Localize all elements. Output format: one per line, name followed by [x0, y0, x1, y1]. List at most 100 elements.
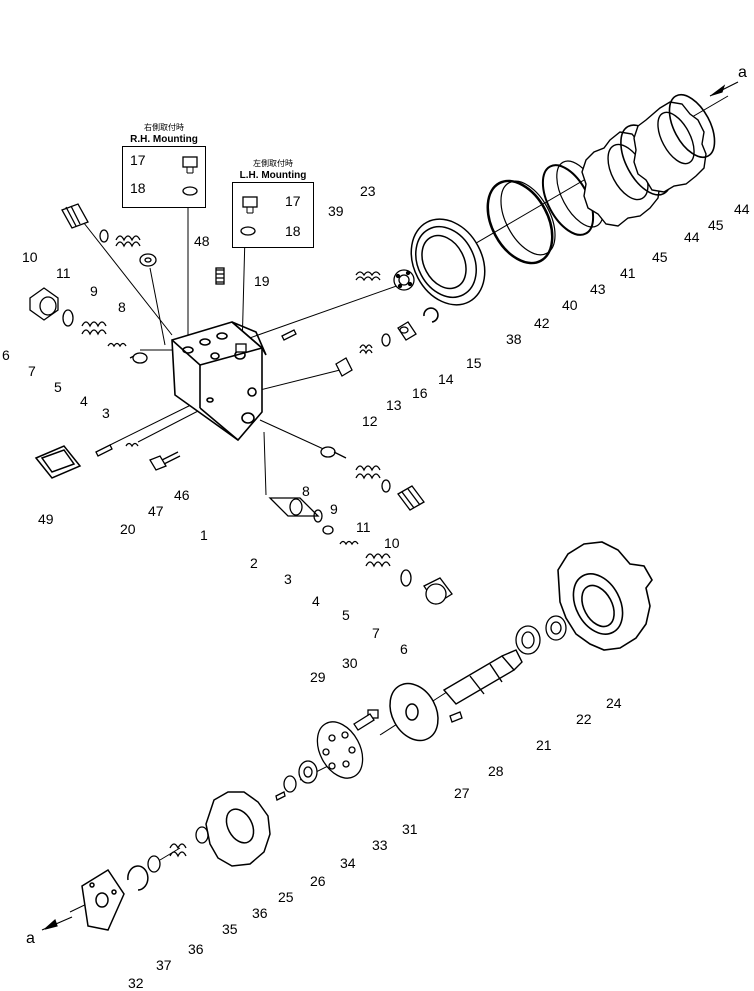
- o-ring-11-lower: [381, 479, 391, 493]
- spherical-bushing-33: [298, 760, 318, 784]
- plug-10-upper: [61, 203, 89, 229]
- callout-11-lower: 11: [356, 519, 371, 535]
- callout-6: 6: [2, 347, 10, 363]
- seat-3-upper: [129, 352, 148, 364]
- inset-rh-jp-label: 右側取付時: [144, 123, 184, 132]
- arrow-label-bottom: a: [26, 930, 35, 947]
- spring-4-lower: [339, 540, 359, 546]
- callout-34: 34: [340, 855, 356, 871]
- callout-46: 46: [174, 487, 190, 503]
- inset-rh-en-label: R.H. Mounting: [130, 134, 198, 145]
- plug-10-lower: [397, 485, 425, 511]
- callout-15: 15: [466, 355, 482, 371]
- callout-28: 28: [488, 763, 504, 779]
- o-ring-18-icon: [240, 226, 256, 236]
- valve-plate-32: [81, 868, 125, 931]
- callout-40: 40: [562, 297, 578, 313]
- callout-30: 30: [342, 655, 358, 671]
- inset-lh-part-18: 18: [285, 223, 301, 239]
- spool-2: [268, 497, 323, 523]
- disc-45-b: [633, 101, 707, 193]
- cylinder-block-25: [205, 791, 271, 867]
- ring-36-b: [147, 855, 161, 873]
- callout-36b: 36: [188, 941, 204, 957]
- washer-34: [283, 775, 297, 793]
- o-ring-11-upper: [99, 229, 109, 243]
- callout-8-lower: 8: [302, 483, 310, 499]
- callout-13: 13: [386, 397, 402, 413]
- spring-39: [355, 271, 381, 282]
- callout-44b: 44: [734, 201, 750, 217]
- o-ring-18-icon: [182, 186, 198, 196]
- housing-motor-case: [557, 541, 653, 651]
- spring-47: [125, 442, 139, 448]
- callout-48: 48: [194, 233, 210, 249]
- callout-7: 7: [28, 363, 36, 379]
- callout-35: 35: [222, 921, 238, 937]
- callout-10: 10: [22, 249, 38, 265]
- inset-lh-en-label: L.H. Mounting: [239, 170, 307, 181]
- callout-20: 20: [120, 521, 136, 537]
- arrow-top: [709, 81, 739, 97]
- callout-24: 24: [606, 695, 622, 711]
- callout-45b: 45: [708, 217, 724, 233]
- callout-4: 4: [80, 393, 88, 409]
- callout-36a: 36: [252, 905, 268, 921]
- inset-lh-jp-label: 左側取付時: [253, 159, 293, 168]
- plug-17-icon: [242, 196, 258, 214]
- callout-37: 37: [156, 957, 172, 973]
- callout-7-lower: 7: [372, 625, 380, 641]
- callout-4-lower: 4: [312, 593, 320, 609]
- filter-49: [34, 445, 82, 479]
- callout-25: 25: [278, 889, 294, 905]
- pin-26: [275, 791, 286, 801]
- pin-19: [281, 329, 297, 341]
- callout-6-lower: 6: [400, 641, 408, 657]
- spring-9-lower: [355, 465, 381, 480]
- spring-5-lower: [365, 553, 391, 568]
- spring-13: [359, 344, 373, 355]
- callout-45a: 45: [652, 249, 668, 265]
- callout-16: 16: [412, 385, 428, 401]
- seat-3-lower: [322, 525, 334, 535]
- poppet-8-upper: [139, 253, 157, 267]
- bearing-23: [393, 269, 415, 291]
- callout-38: 38: [506, 331, 522, 347]
- spring-5-upper: [81, 321, 107, 336]
- callout-42: 42: [534, 315, 550, 331]
- callout-10-lower: 10: [384, 535, 400, 551]
- callout-33: 33: [372, 837, 388, 853]
- callout-3-lower: 3: [284, 571, 292, 587]
- spring-4-upper: [107, 342, 127, 348]
- ring-40: [500, 180, 556, 256]
- ring-36-a: [195, 826, 209, 844]
- spring-48: [215, 267, 225, 285]
- inset-lh-mounting: 左側取付時 L.H. Mounting 17 18: [232, 159, 314, 248]
- callout-22: 22: [576, 711, 592, 727]
- o-ring-16: [381, 333, 391, 347]
- callout-31: 31: [402, 821, 418, 837]
- callout-47: 47: [148, 503, 164, 519]
- plug-6-lower: [423, 577, 453, 605]
- callout-41: 41: [620, 265, 636, 281]
- key-28: [449, 711, 463, 723]
- callout-44a: 44: [684, 229, 700, 245]
- snap-ring-37: [127, 865, 149, 891]
- plug-14: [397, 321, 417, 341]
- callout-26: 26: [310, 873, 326, 889]
- o-ring-7-lower: [400, 569, 412, 587]
- callout-27: 27: [454, 785, 470, 801]
- callout-11: 11: [56, 265, 71, 281]
- valve-body: [171, 321, 267, 442]
- callout-2: 2: [250, 555, 258, 571]
- body-fitting-17: [235, 343, 247, 353]
- pin-20: [95, 444, 113, 457]
- plug-6-upper: [29, 287, 59, 321]
- poppet-8-lower: [320, 446, 347, 459]
- inset-rh-part-18: 18: [130, 180, 146, 196]
- plate-44-b: [668, 94, 716, 158]
- bearing-22: [515, 625, 541, 655]
- callout-39: 39: [328, 203, 344, 219]
- callout-43: 43: [590, 281, 606, 297]
